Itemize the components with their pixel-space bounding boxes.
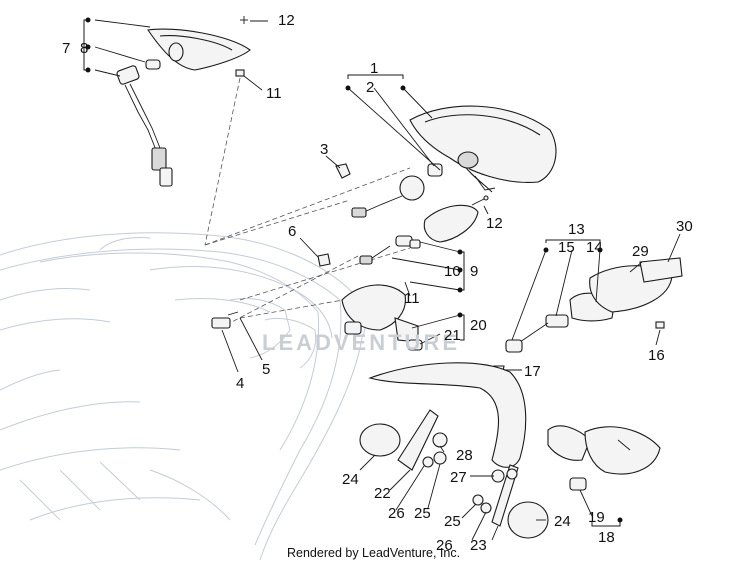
callout-19: 19 xyxy=(588,509,605,526)
connector-4-5 xyxy=(211,311,239,329)
callout-12-top: 12 xyxy=(278,12,295,29)
callout-dots xyxy=(85,17,623,523)
callout-2: 2 xyxy=(366,79,374,96)
callout-labels: 12 7 8 11 1 2 3 12 6 10 9 11 20 21 4 5 1… xyxy=(62,12,693,554)
callout-18: 18 xyxy=(598,529,615,546)
screw-top xyxy=(240,16,248,24)
callout-25-right: 25 xyxy=(444,513,461,530)
reflector-left xyxy=(359,423,401,457)
callout-1: 1 xyxy=(370,60,378,77)
callout-7: 7 xyxy=(62,40,70,57)
washers-right xyxy=(472,468,518,514)
callout-29: 29 xyxy=(632,243,649,260)
callout-24-right: 24 xyxy=(554,513,571,530)
callout-12-mid: 12 xyxy=(486,215,503,232)
callout-11-top: 11 xyxy=(266,85,282,102)
plate-lens xyxy=(589,257,683,313)
callout-23: 23 xyxy=(470,537,487,554)
screw-mid xyxy=(471,195,489,206)
callout-11-mid: 11 xyxy=(404,290,420,307)
callout-24-left: 24 xyxy=(342,471,359,488)
front-position-light xyxy=(145,28,251,71)
callout-27: 27 xyxy=(450,469,467,486)
clip-6 xyxy=(317,253,331,267)
callout-30: 30 xyxy=(676,218,693,235)
leader-lines xyxy=(94,19,681,541)
callout-13: 13 xyxy=(568,221,585,238)
callout-4: 4 xyxy=(236,375,244,392)
callout-21: 21 xyxy=(444,327,461,344)
rear-turn-lamp xyxy=(359,204,479,265)
callout-14: 14 xyxy=(586,239,603,256)
callout-3: 3 xyxy=(320,141,328,158)
tail-light-housing xyxy=(409,105,557,193)
reflector-right xyxy=(507,501,549,539)
callout-5: 5 xyxy=(262,361,270,378)
callout-25-left: 25 xyxy=(414,505,431,522)
callout-26-left: 26 xyxy=(388,505,405,522)
front-light-harness xyxy=(116,65,173,187)
group-brackets xyxy=(83,19,621,527)
washers-left xyxy=(422,432,448,468)
scooter-body-outline xyxy=(0,232,367,561)
watermark: LEADVENTURE xyxy=(262,330,460,355)
bracket-23 xyxy=(491,464,519,527)
tail-bulb-socket xyxy=(351,163,443,218)
rear-turn-indicator xyxy=(547,425,661,491)
callout-9: 9 xyxy=(470,263,478,280)
callout-8: 8 xyxy=(80,40,88,57)
bracket-22 xyxy=(397,409,439,471)
callout-26-right: 26 xyxy=(436,537,453,554)
callout-6: 6 xyxy=(288,223,296,240)
callout-22: 22 xyxy=(374,485,391,502)
callout-15: 15 xyxy=(558,239,575,256)
callout-17: 17 xyxy=(524,363,541,380)
screw-16 xyxy=(655,321,665,329)
clip-top xyxy=(235,69,245,77)
callout-16: 16 xyxy=(648,347,665,364)
callout-28: 28 xyxy=(456,447,473,464)
callout-10: 10 xyxy=(444,263,461,280)
callout-20: 20 xyxy=(470,317,487,334)
credit-line: Rendered by LeadVenture, Inc. xyxy=(287,546,460,560)
reference-lines xyxy=(204,77,411,326)
front-turn-indicator xyxy=(341,284,423,351)
